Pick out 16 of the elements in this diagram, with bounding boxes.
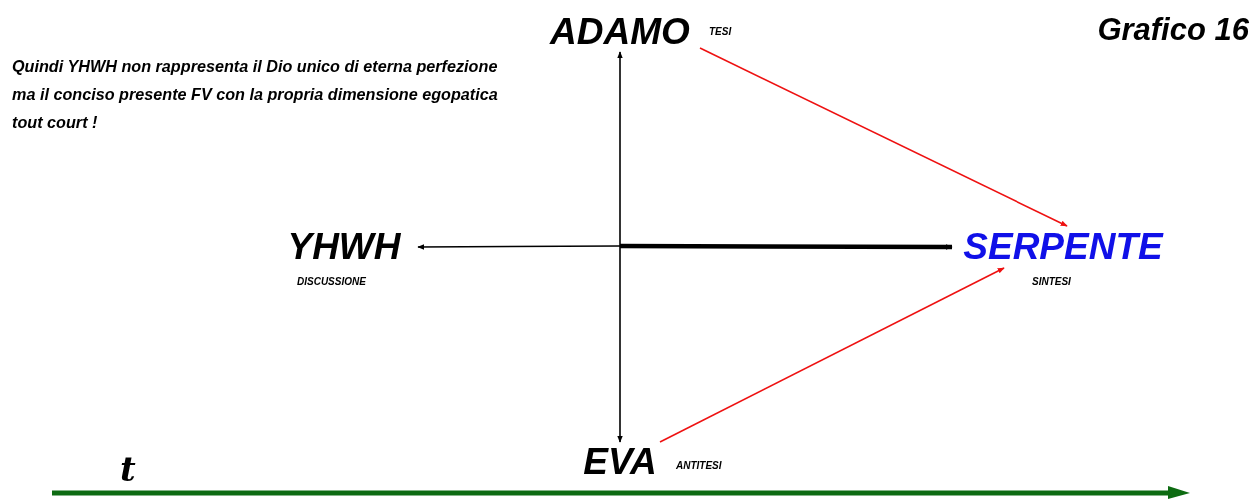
arrow	[417, 244, 621, 250]
node-label: YHWH	[287, 226, 401, 268]
node-caption: TESI	[709, 26, 732, 37]
arrow	[699, 47, 1068, 227]
note-text: Quindi YHWH non rappresenta il Dio unico di eterna perfezione ma il conciso presente FV con la propria dimensione egopatica tout court !	[12, 56, 499, 133]
node-label: EVA	[583, 442, 657, 482]
node-label: SERPENTE	[963, 226, 1163, 268]
arrow	[617, 51, 623, 443]
node-caption: SINTESI	[1032, 276, 1071, 287]
node-caption: DISCUSSIONE	[297, 276, 366, 287]
node-label: ADAMO	[550, 12, 690, 52]
node-caption: ANTITESI	[676, 460, 722, 471]
axis-label: t	[120, 452, 136, 486]
title: Grafico 16	[1097, 12, 1249, 48]
arrow	[659, 267, 1005, 443]
arrow	[620, 243, 953, 250]
